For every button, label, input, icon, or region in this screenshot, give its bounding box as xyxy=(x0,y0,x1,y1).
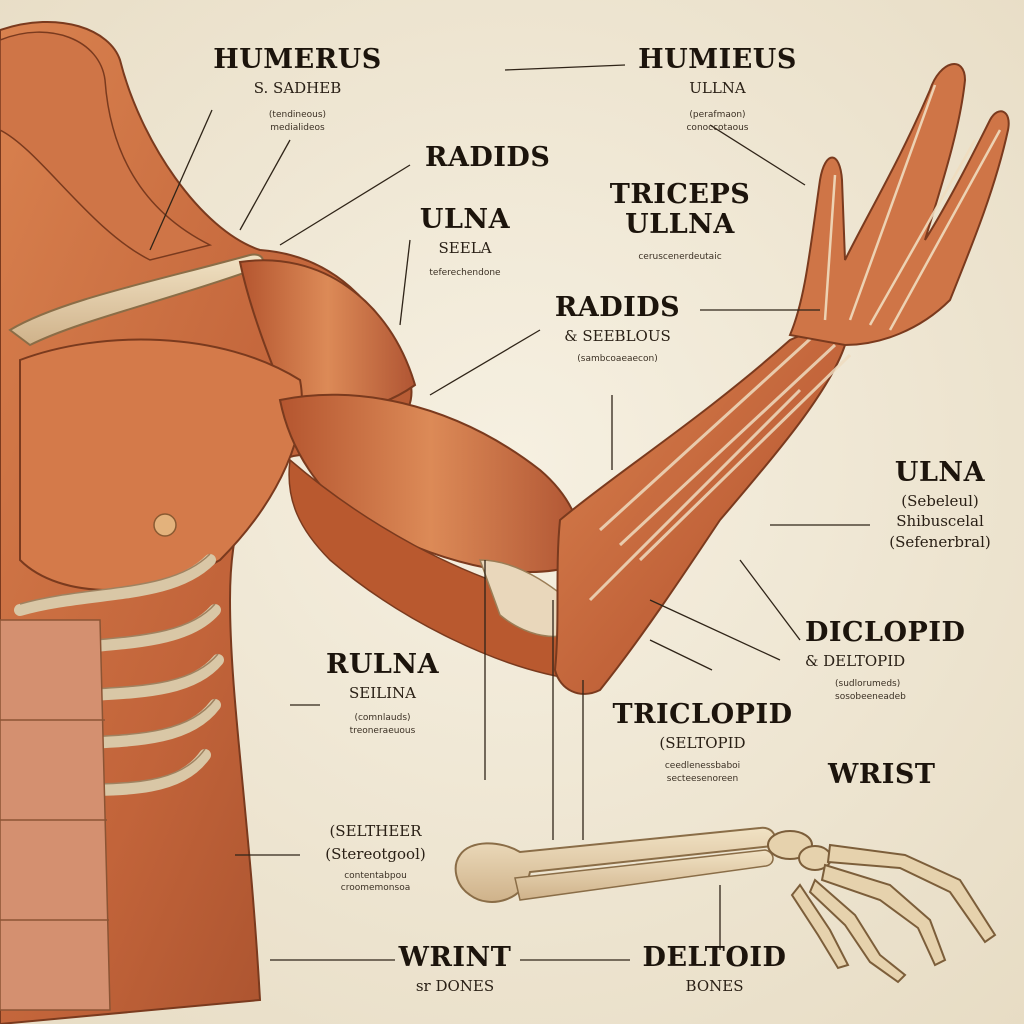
radius-bone xyxy=(514,849,774,901)
label-ulna-mid-fine: teferechendone xyxy=(429,268,501,279)
hand-tendons xyxy=(823,84,1002,331)
label-ulna-right: ULNA (Sebeleul) Shibuscelal (Sefenerbral… xyxy=(870,458,1010,552)
label-triceps-title-2: ULLNA xyxy=(625,208,735,240)
label-wrint: WRINT sr DONES xyxy=(390,943,520,995)
label-ulna-mid-title: ULNA xyxy=(419,204,511,235)
label-radids-mid-title: RADIDS xyxy=(554,292,681,323)
label-ulna-right-title: ULNA xyxy=(894,457,986,488)
label-ulna-right-fine-1: Shibuscelal xyxy=(896,512,984,531)
label-deltoid-sub: BONES xyxy=(685,976,744,995)
nipple xyxy=(153,513,177,537)
abdominal-muscle xyxy=(0,619,111,1011)
label-wrist-title: WRIST xyxy=(828,759,936,790)
label-rulna-fine-1: (comnlauds) xyxy=(354,713,411,724)
label-seltheer-fine-2: croomemonsoa xyxy=(340,882,411,893)
label-wrint-title: WRINT xyxy=(398,942,512,973)
label-wrint-sub: sr DONES xyxy=(415,976,495,995)
label-ulna-right-sub: (Sebeleul) xyxy=(901,491,979,510)
label-seltheer-sub: (SELTHEER xyxy=(329,822,422,840)
label-humieus-fine-2: conoccotaous xyxy=(686,122,749,133)
abdominal-segments xyxy=(0,719,109,921)
label-seltheer-sub-2: (Stereotgool) xyxy=(325,844,426,863)
leader-lines xyxy=(149,64,870,961)
label-diclopid-fine-2: sosobeeneadeb xyxy=(835,691,906,702)
label-rulna-title: RULNA xyxy=(325,649,440,680)
label-triclopid: TRICLOPID (SELTOPID ceedlenessbaboi sect… xyxy=(610,700,795,785)
label-ulna-mid-sub: SEELA xyxy=(438,238,492,257)
forearm-tendons xyxy=(588,328,852,602)
label-rulna: RULNA SEILINA (comnlauds) treoneraeuous xyxy=(315,650,450,737)
label-diclopid-sub: & DELTOPID xyxy=(805,651,906,670)
label-radids-top-title: RADIDS xyxy=(425,142,551,173)
label-humieus-sub: ULLNA xyxy=(689,78,746,97)
label-triclopid-fine-2: secteesenoreen xyxy=(666,773,739,784)
label-triclopid-title: TRICLOPID xyxy=(612,699,793,730)
label-deltoid: DELTOID BONES xyxy=(632,943,797,995)
label-diclopid-fine-1: (sudlorumeds) xyxy=(835,679,901,690)
label-rulna-sub: SEILINA xyxy=(349,683,416,702)
label-humieus-fine-1: (perafmaon) xyxy=(689,110,746,121)
forearm-muscle xyxy=(553,332,847,695)
label-triceps-title: TRICEPS xyxy=(609,179,751,210)
label-radids-top: RADIDS xyxy=(425,143,550,173)
label-humerus-title: HUMERUS xyxy=(213,44,382,75)
label-diclopid-title: DICLOPID xyxy=(805,617,966,648)
forearm-bones xyxy=(454,826,777,903)
label-seltheer: (SELTHEER (Stereotgool) contentabpou cro… xyxy=(308,818,443,894)
label-humerus-sub: S. SADHEB xyxy=(253,78,342,97)
neck-muscle xyxy=(0,31,213,261)
label-humieus: HUMIEUS ULLNA (perafmaon) conoccotaous xyxy=(625,45,810,134)
label-wrist: WRIST xyxy=(828,760,935,790)
label-rulna-fine-2: treoneraeuous xyxy=(349,725,416,736)
label-triceps: TRICEPS ULLNA ceruscenerdeutaic xyxy=(600,180,760,264)
label-ulna-mid: ULNA SEELA teferechendone xyxy=(405,205,525,280)
label-diclopid: DICLOPID & DELTOPID (sudlorumeds) sosobe… xyxy=(805,618,965,703)
label-triclopid-sub: (SELTOPID xyxy=(659,733,746,752)
hand-bones xyxy=(767,830,997,984)
label-ulna-right-fine-2: (Sefenerbral) xyxy=(889,533,991,552)
label-humerus-fine-1: (tendineous) xyxy=(268,110,327,121)
label-radids-mid-sub: & SEEBLOUS xyxy=(564,326,671,345)
label-humieus-title: HUMIEUS xyxy=(638,44,797,75)
label-seltheer-fine-1: contentabpou xyxy=(344,870,407,881)
raised-hand xyxy=(788,63,1010,347)
label-humerus: HUMERUS S. SADHEB (tendineous) medialide… xyxy=(205,45,390,134)
label-humerus-fine-2: medialideos xyxy=(270,122,325,133)
label-radids-mid: RADIDS & SEEBLOUS (sambcoaeaecon) xyxy=(530,293,705,366)
label-radids-mid-fine: (sambcoaeaecon) xyxy=(577,354,658,365)
label-deltoid-title: DELTOID xyxy=(642,942,787,973)
label-triclopid-fine-1: ceedlenessbaboi xyxy=(664,761,741,772)
label-triceps-fine: ceruscenerdeutaic xyxy=(638,252,722,263)
